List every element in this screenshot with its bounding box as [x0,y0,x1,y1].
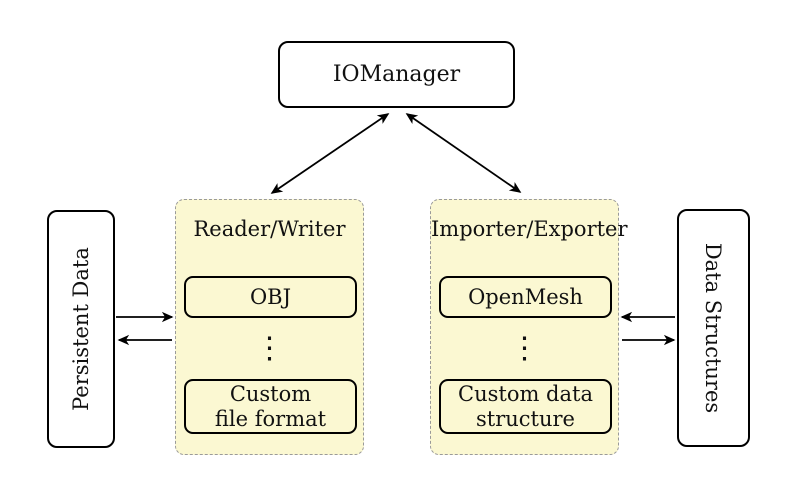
vdots-icon: ⋮ [254,331,285,366]
node-iomanager-label: IOManager [332,62,461,87]
container-reader-writer: Reader/Writer OBJ ⋮ Custom file format [175,199,364,455]
node-data-structures: Data Structures [677,209,750,447]
item-box-obj: OBJ [184,276,357,318]
item-box-custom-data-structure: Custom data structure [439,379,612,434]
vdots-icon: ⋮ [509,331,540,366]
item-box-openmesh-label: OpenMesh [468,284,583,309]
node-iomanager: IOManager [278,41,515,108]
arrow-iomanager-readerwriter [270,113,390,194]
item-box-openmesh: OpenMesh [439,276,612,318]
node-data-structures-label: Data Structures [701,242,726,414]
arrow-iomanager-importerexporter [405,113,522,193]
item-box-custom-file-format: Custom file format [184,379,357,434]
item-box-custom-file-format-label: Custom file format [214,381,327,431]
item-box-custom-data-structure-label: Custom data structure [458,381,593,431]
container-importer-exporter: Importer/Exporter OpenMesh ⋮ Custom data… [430,199,628,455]
item-box-obj-label: OBJ [249,284,292,309]
node-persistent-data: Persistent Data [47,210,115,448]
container-reader-writer-label: Reader/Writer [193,217,346,241]
container-importer-exporter-label: Importer/Exporter [431,217,628,241]
node-persistent-data-label: Persistent Data [69,247,93,411]
